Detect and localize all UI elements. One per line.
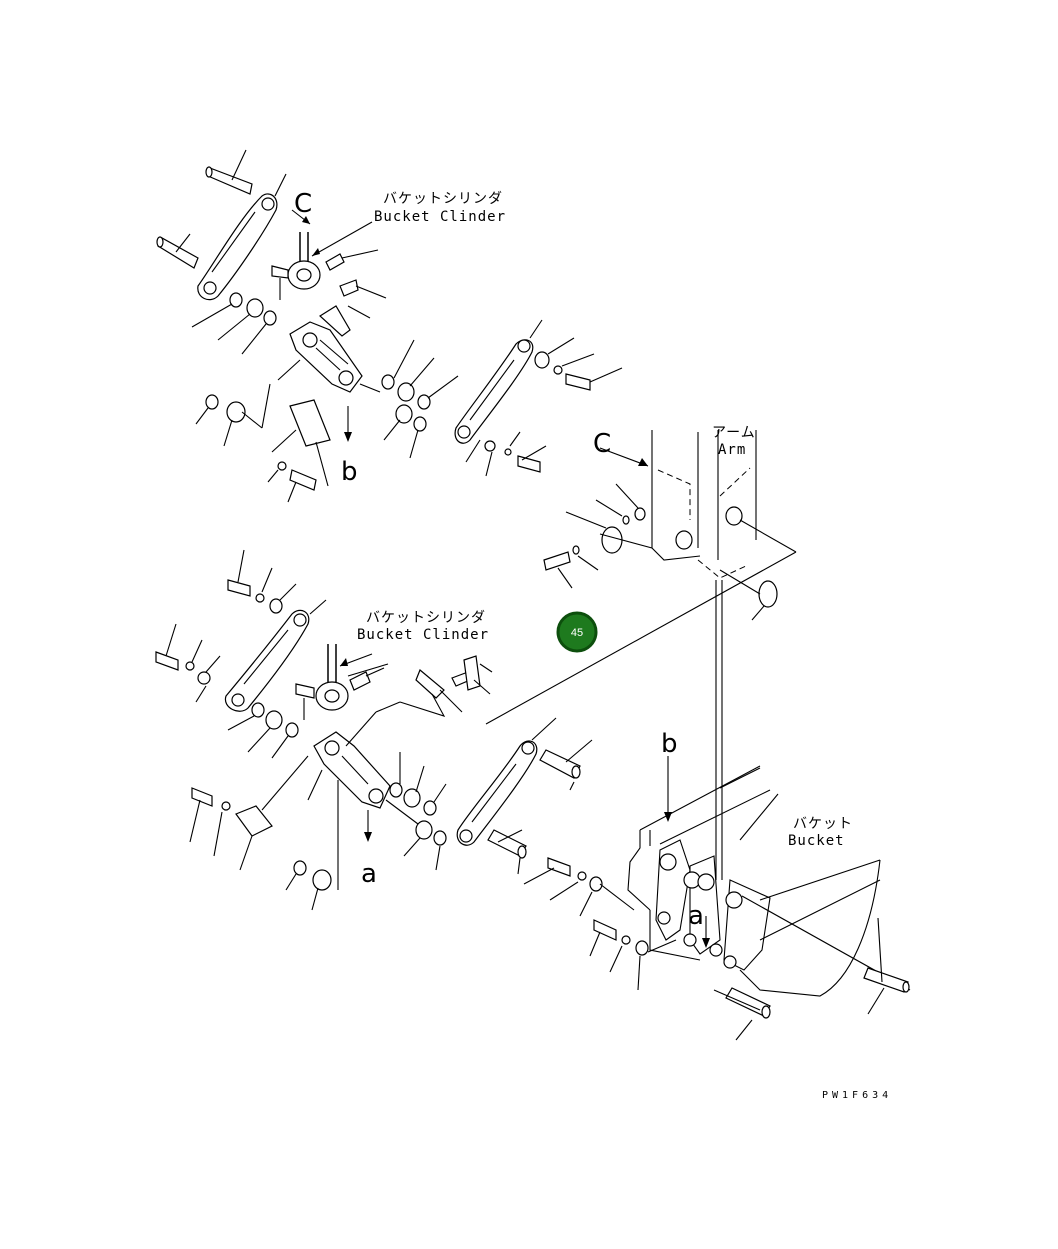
bushings-lower-left <box>227 702 299 759</box>
view-marker-a-bucket: a <box>688 901 704 931</box>
link-upper-left <box>197 173 287 301</box>
bucket-assembly <box>627 756 911 1041</box>
bolt-set-lower-bottom <box>189 787 332 911</box>
callout-badge-number[interactable]: 45 <box>571 627 583 639</box>
callout-badge[interactable]: 45 <box>556 611 598 653</box>
grease-fittings-upper <box>319 249 387 337</box>
label-arm-jp: アーム <box>712 425 756 441</box>
link-lower-left <box>224 599 327 712</box>
snap-ring-arm-right <box>719 519 797 621</box>
cylinder-rod-end-upper <box>271 232 321 300</box>
label-bucket-cylinder-bottom-en: Bucket Clinder <box>357 627 489 643</box>
label-arm-en: Arm <box>718 442 746 458</box>
lever-lower <box>261 701 401 890</box>
bushings-upper-center <box>359 339 459 459</box>
link-upper-right <box>454 319 543 444</box>
link-lower-right <box>456 717 557 846</box>
arm-assembly <box>485 430 797 880</box>
cover-plate-upper <box>267 399 331 503</box>
bushings-upper-lower <box>195 394 263 447</box>
lever-upper <box>261 321 363 429</box>
pin-retainer-arm <box>543 483 653 589</box>
label-bucket-cylinder-top-en: Bucket Clinder <box>374 209 506 225</box>
label-bucket-cylinder-top-jp: バケットシリンダ <box>383 191 503 207</box>
label-bucket-en: Bucket <box>788 833 845 849</box>
arrow-b-upper <box>344 406 352 442</box>
bolt-set-upper-mid <box>465 431 547 477</box>
lower-link-assembly <box>155 549 677 991</box>
upper-link-assembly <box>156 149 623 503</box>
leader-cylinder-upper <box>311 221 373 257</box>
pin-lower-bottom <box>487 829 527 875</box>
leader-cylinder-lower <box>347 663 389 677</box>
label-bucket-jp: バケット <box>793 816 853 832</box>
bolt-set-upper-right <box>534 337 623 391</box>
bolt-set-lower-bucket <box>523 857 677 991</box>
bushings-lower-center <box>385 752 447 871</box>
pin-lower-mid <box>539 739 593 791</box>
drawing-code: PW1F634 <box>822 1090 892 1101</box>
view-marker-b-bucket: b <box>661 729 678 759</box>
view-marker-a-lower: a <box>361 859 377 889</box>
label-bucket-cylinder-bottom-jp: バケットシリンダ <box>366 610 486 626</box>
pin-top <box>205 149 253 195</box>
arrow-a-lower <box>364 810 372 842</box>
callout-badge-circle[interactable] <box>556 611 598 653</box>
view-marker-c-arm: C <box>593 429 611 459</box>
bushings-upper-left <box>191 292 277 355</box>
pin-left <box>156 233 199 269</box>
bolt-set-lower-left <box>155 623 221 703</box>
view-marker-b-upper: b <box>341 457 358 487</box>
arrow-c-upper <box>291 209 311 225</box>
grease-fittings-lower <box>349 655 493 717</box>
view-marker-c-upper: C <box>294 189 312 219</box>
bolt-set-lower-top <box>227 549 297 614</box>
cylinder-rod-end-lower <box>295 644 373 720</box>
